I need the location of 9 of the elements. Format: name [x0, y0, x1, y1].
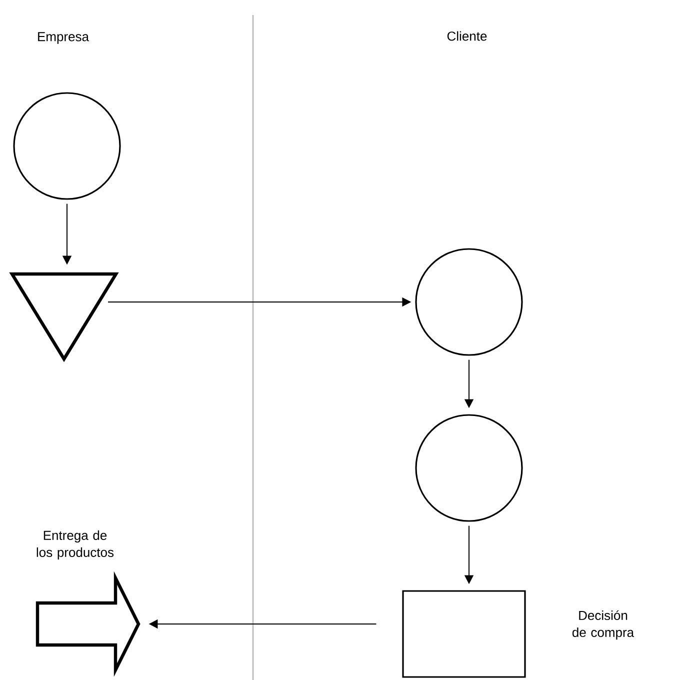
process-box: [402, 590, 526, 678]
lane-heading: Empresa: [38, 32, 89, 44]
circle: [415, 414, 523, 522]
node-label: Decisión de compra: [572, 610, 634, 640]
circle: [415, 248, 523, 356]
block-arrow: [36, 571, 140, 677]
node-label: Entrega de los productos: [36, 530, 114, 560]
circle: [13, 92, 121, 200]
lane-heading: Cliente: [447, 31, 487, 41]
